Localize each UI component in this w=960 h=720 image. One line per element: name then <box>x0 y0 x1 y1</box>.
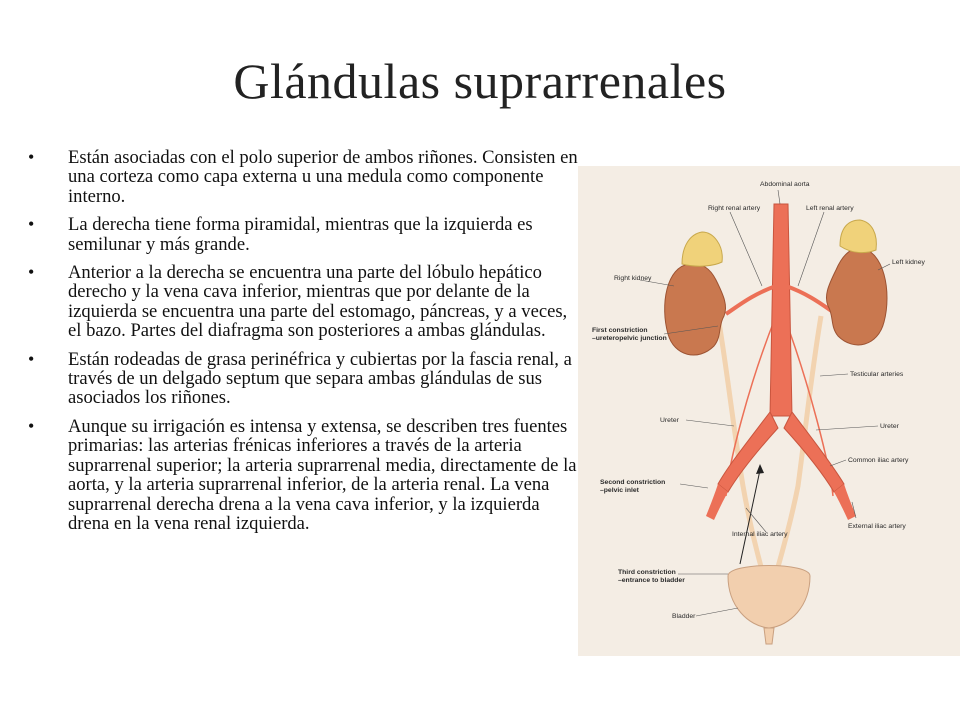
bullet-text: Aunque su irrigación es intensa y extens… <box>68 415 577 534</box>
left-kidney <box>825 247 888 346</box>
right-common-iliac-artery <box>717 411 779 493</box>
leader-lines <box>639 189 891 617</box>
bullet-symbol: • <box>28 262 35 283</box>
bullet-symbol: • <box>28 415 35 436</box>
bullet-item: • Están rodeadas de grasa perinéfrica y c… <box>26 348 578 409</box>
label-first-constriction-detail: –ureteropelvic junction <box>592 335 667 342</box>
pointer-arrow-line <box>739 469 761 565</box>
label-abdominal-aorta: Abdominal aorta <box>760 181 810 188</box>
bullet-symbol: • <box>28 214 35 235</box>
label-third-constriction: Third constriction <box>618 569 676 576</box>
label-internal-iliac-artery: Internal iliac artery <box>732 531 788 538</box>
left-common-iliac-artery <box>783 411 845 493</box>
slide-title: Glándulas suprarrenales <box>233 53 727 109</box>
label-ureter-left-side: Ureter <box>880 423 900 430</box>
label-second-constriction-detail: –pelvic inlet <box>600 487 640 494</box>
label-left-renal-artery: Left renal artery <box>806 205 854 212</box>
bullet-text: Anterior a la derecha se encuentra una p… <box>68 262 568 342</box>
label-right-kidney: Right kidney <box>614 275 652 282</box>
label-left-kidney: Left kidney <box>892 259 925 266</box>
bullet-text: Están rodeadas de grasa perinéfrica y cu… <box>68 348 572 409</box>
bullet-text: La derecha tiene forma piramidal, mientr… <box>68 214 533 255</box>
label-ureter-right-side: Ureter <box>660 417 680 424</box>
anatomy-diagram: Abdominal aorta Right renal artery Left … <box>592 181 925 645</box>
urinary-system-illustration: Abdominal aorta Right renal artery Left … <box>578 166 960 656</box>
right-external-iliac <box>706 484 728 520</box>
left-ureter <box>773 315 824 575</box>
bullet-text: Están asociadas con el polo superior de … <box>68 147 578 207</box>
pointer-arrow-head <box>756 464 764 474</box>
label-third-constriction-detail: –entrance to bladder <box>618 577 685 584</box>
right-kidney <box>664 263 727 356</box>
bullet-list: • Están asociadas con el polo superior de… <box>26 147 578 542</box>
label-bladder: Bladder <box>672 613 696 620</box>
left-external-iliac <box>834 484 856 520</box>
bullet-item: • Están asociadas con el polo superior de… <box>26 147 578 207</box>
bullet-item: • Anterior a la derecha se encuentra una … <box>26 262 578 342</box>
left-adrenal-gland <box>839 219 877 254</box>
bullet-item: • Aunque su irrigación es intensa y exten… <box>26 415 578 534</box>
label-common-iliac-artery: Common iliac artery <box>848 457 909 464</box>
label-first-constriction: First constriction <box>592 327 648 334</box>
right-renal-artery <box>724 284 777 316</box>
label-external-iliac-artery: External iliac artery <box>848 523 906 530</box>
right-adrenal-gland <box>681 231 723 267</box>
bullet-symbol: • <box>28 348 35 369</box>
label-right-renal-artery: Right renal artery <box>708 205 761 212</box>
bladder <box>727 565 811 629</box>
label-second-constriction: Second constriction <box>600 479 665 486</box>
abdominal-aorta <box>769 203 793 417</box>
bullet-item: • La derecha tiene forma piramidal, mient… <box>26 214 578 255</box>
bullet-symbol: • <box>28 147 35 167</box>
urethra <box>763 627 775 645</box>
label-testicular-arteries: Testicular arteries <box>850 371 904 378</box>
